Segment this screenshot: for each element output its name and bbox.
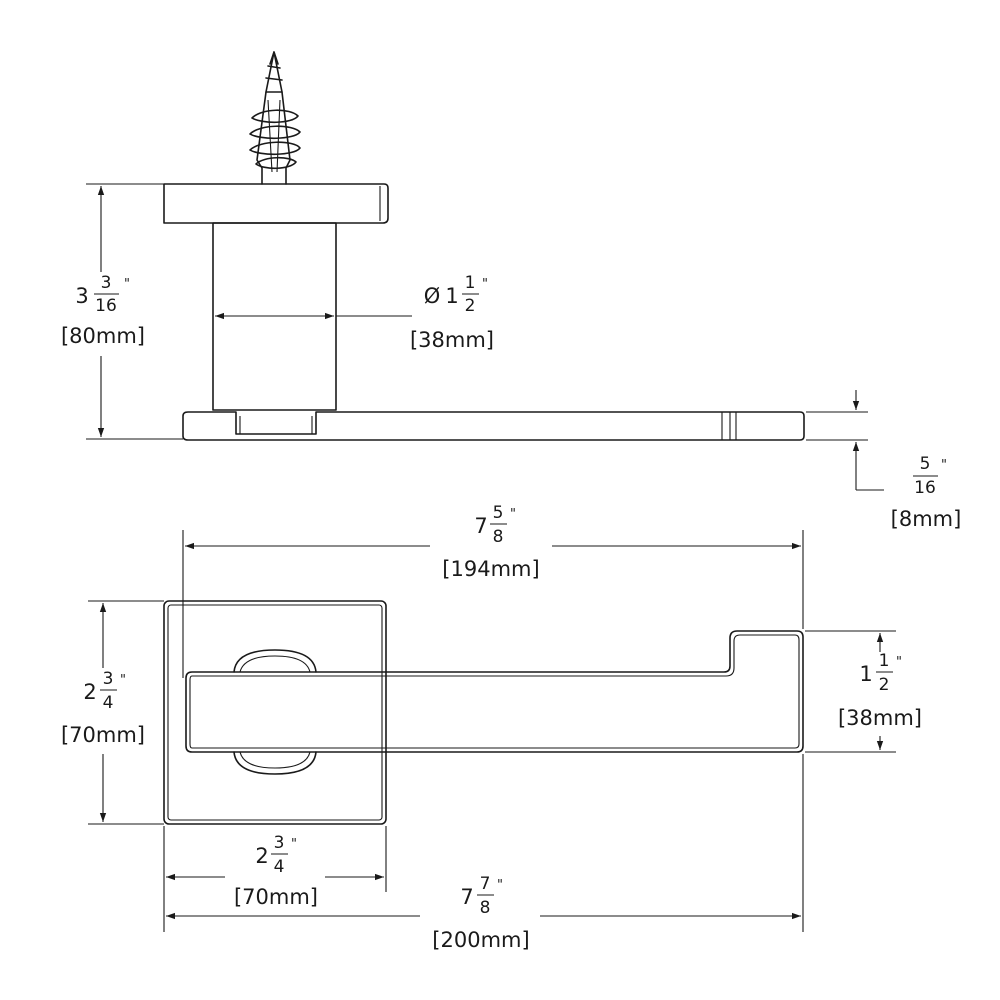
height-metric: [80mm]: [61, 324, 145, 348]
diameter-symbol: Ø: [424, 284, 441, 308]
rose-width-dimension: 2 3 4 " [70mm]: [163, 826, 387, 932]
lever-width-inch-mark: ": [896, 655, 902, 670]
height-whole: 3: [75, 284, 88, 308]
diameter-whole: 1: [445, 284, 458, 308]
lever-width-dimension: 1 1 2 " [38mm]: [805, 630, 929, 753]
lever-length-metric: [194mm]: [442, 557, 539, 581]
rose-width-inch-mark: ": [291, 837, 297, 852]
rose-width-whole: 2: [255, 844, 268, 868]
lever-length-dimension: 7 5 8 " [194mm]: [182, 503, 804, 678]
thickness-metric: [8mm]: [891, 507, 962, 531]
lever-width-metric: [38mm]: [838, 706, 922, 730]
rose-height-inch-mark: ": [120, 673, 126, 688]
rose-width-metric: [70mm]: [234, 885, 318, 909]
height-denominator: 16: [95, 296, 117, 316]
diameter-inch-mark: ": [482, 277, 488, 292]
diameter-dimension: Ø 1 1 2 " [38mm]: [215, 273, 494, 352]
lever-side-profile: [182, 411, 805, 441]
rose-width-denominator: 4: [274, 857, 285, 877]
top-view: [163, 600, 804, 825]
overall-length-dimension: 7 7 8 " [200mm]: [166, 754, 804, 954]
rose-height-metric: [70mm]: [61, 723, 145, 747]
square-rose: [163, 600, 387, 825]
rose-height-dimension: 2 3 4 " [70mm]: [60, 600, 164, 825]
thickness-dimension: 5 16 " [8mm]: [806, 390, 961, 531]
rose-width-numerator: 3: [274, 833, 285, 853]
round-collar: [233, 649, 317, 673]
lever-width-numerator: 1: [879, 651, 890, 671]
overall-length-numerator: 7: [480, 874, 491, 894]
thickness-denominator: 16: [914, 478, 936, 498]
overall-length-metric: [200mm]: [432, 928, 529, 952]
lever-top-profile: [185, 630, 804, 753]
rose-height-whole: 2: [83, 680, 96, 704]
lever-length-denominator: 8: [493, 527, 504, 547]
rose-height-numerator: 3: [103, 669, 114, 689]
height-numerator: 3: [101, 273, 112, 293]
side-view: [163, 51, 805, 441]
thickness-inch-mark: ": [941, 458, 947, 473]
lever-length-numerator: 5: [493, 503, 504, 523]
diameter-denominator: 2: [465, 296, 476, 316]
thickness-numerator: 5: [920, 454, 931, 474]
height-dimension: 3 3 16 " [80mm]: [60, 183, 183, 440]
overall-length-inch-mark: ": [497, 878, 503, 893]
lever-width-denominator: 2: [879, 675, 890, 695]
height-inch-mark: ": [124, 277, 130, 292]
overall-length-whole: 7: [460, 885, 473, 909]
diameter-numerator: 1: [465, 273, 476, 293]
rose-height-denominator: 4: [103, 693, 114, 713]
overall-length-denominator: 8: [480, 898, 491, 918]
lever-width-whole: 1: [859, 662, 872, 686]
screw-icon: [249, 51, 301, 185]
rose-plate: [163, 183, 389, 224]
diameter-metric: [38mm]: [410, 328, 494, 352]
lever-length-inch-mark: ": [510, 507, 516, 522]
lever-length-whole: 7: [474, 514, 487, 538]
